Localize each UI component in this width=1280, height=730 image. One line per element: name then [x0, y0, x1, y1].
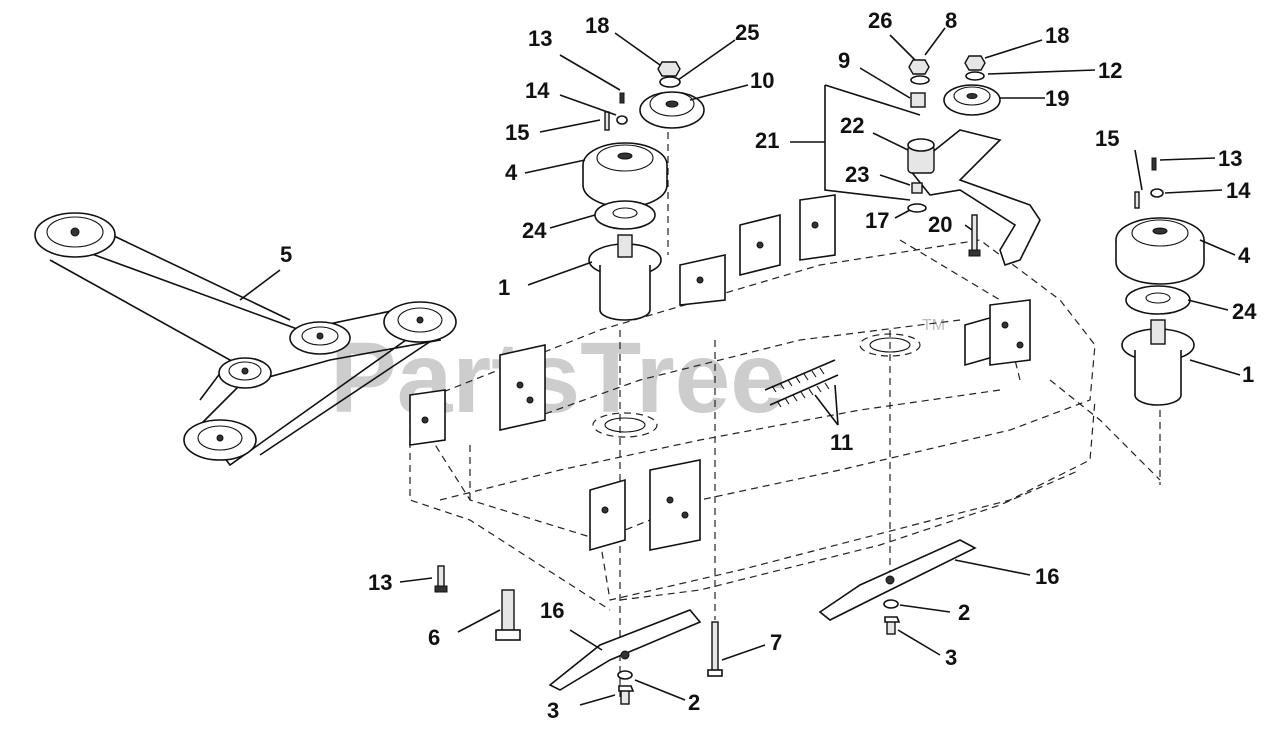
callout-4-left: 4: [505, 160, 518, 185]
belt-pulley-1: [34, 212, 116, 258]
front-bracket-left: [409, 344, 546, 446]
callout-8: 8: [945, 8, 957, 33]
blade-16-right: [818, 539, 977, 621]
blade-16-left: [548, 609, 702, 691]
washer-12: [965, 71, 985, 81]
spindle-1-right: [1121, 319, 1195, 406]
screw-13-top: [619, 92, 625, 104]
rear-bracket-right: [964, 299, 1031, 367]
callout-3-left: 3: [547, 698, 559, 723]
belt-pulley-5: [183, 419, 257, 461]
watermark-trademark: TM: [922, 317, 945, 334]
bushing-23: [911, 182, 923, 194]
key-15-left: [604, 111, 610, 131]
callout-22: 22: [840, 113, 864, 138]
bolt-3-left: [618, 685, 635, 705]
callout-9: 9: [838, 48, 850, 73]
callout-15-left: 15: [505, 120, 529, 145]
spacer-24-right: [1125, 285, 1191, 315]
callout-10: 10: [750, 68, 774, 93]
callout-26: 26: [868, 8, 892, 33]
callout-20: 20: [928, 212, 952, 237]
callout-4-right: 4: [1238, 243, 1251, 268]
bushing-14-left: [616, 115, 628, 125]
deck-housing: [409, 239, 1161, 700]
belt-pulley-4: [218, 357, 272, 389]
bolt-7: [707, 621, 723, 677]
callout-2-left: 2: [688, 690, 700, 715]
bushing-22: [907, 138, 935, 174]
callout-18-left: 18: [585, 13, 609, 38]
leader-lines: [239, 27, 1241, 706]
bushing-9: [910, 92, 926, 108]
callout-23: 23: [845, 162, 869, 187]
washer-2-right: [883, 599, 899, 609]
belt-pulley-2: [289, 321, 351, 355]
callout-11: 11: [830, 430, 853, 455]
spindle-1-left: [588, 234, 662, 321]
callout-12: 12: [1098, 58, 1122, 83]
screw-13-right: [1151, 157, 1157, 171]
callout-13-top: 13: [528, 26, 552, 51]
callout-2-right: 2: [958, 600, 970, 625]
callout-5: 5: [280, 242, 292, 267]
nut-18-right: [964, 55, 986, 71]
pulley-4-left: [582, 142, 668, 208]
callout-15-right: 15: [1095, 126, 1119, 151]
callout-labels: 13 18 25 10 14 15 4 24 1 5 26 8 18 9 12 …: [280, 8, 1257, 723]
belt-pulley-3: [383, 301, 457, 343]
callout-1-right: 1: [1242, 362, 1254, 387]
callout-14-left: 14: [525, 78, 550, 103]
front-bracket-right: [589, 459, 701, 552]
callout-17: 17: [865, 208, 889, 233]
callout-13-bottom: 13: [368, 570, 392, 595]
bolt-20: [968, 214, 981, 257]
spacer-24-left: [594, 200, 656, 230]
callout-7: 7: [770, 630, 782, 655]
washer-2-left: [617, 670, 633, 680]
nut-8: [908, 59, 930, 75]
washer-25: [659, 76, 681, 88]
pulley-10: [639, 91, 705, 129]
pulley-4-right: [1115, 217, 1205, 285]
tension-springs-11: [764, 359, 839, 408]
callout-6: 6: [428, 625, 440, 650]
washer-17: [907, 203, 927, 213]
callout-24-right: 24: [1232, 299, 1257, 324]
callout-21: 21: [755, 128, 779, 153]
nut-18-left: [657, 61, 681, 77]
idler-pulley-19: [943, 84, 1001, 116]
callout-18-right: 18: [1045, 23, 1069, 48]
callout-1-left: 1: [498, 275, 510, 300]
key-15-right: [1134, 191, 1140, 209]
callout-25: 25: [735, 20, 759, 45]
rear-bracket-left: [679, 194, 836, 306]
bushing-14-right: [1150, 188, 1164, 198]
callout-16-right: 16: [1035, 564, 1059, 589]
callout-19: 19: [1045, 86, 1069, 111]
idler-arm-21: [908, 129, 1041, 267]
callout-24-left: 24: [522, 218, 547, 243]
screw-13-bottom: [434, 565, 448, 593]
callout-13-right: 13: [1218, 146, 1242, 171]
bolt-3-right: [884, 616, 901, 635]
bolt-6: [495, 589, 521, 641]
callout-16-left: 16: [540, 598, 564, 623]
callout-3-right: 3: [945, 645, 957, 670]
callout-14-right: 14: [1226, 178, 1251, 203]
washer-26: [910, 75, 930, 85]
